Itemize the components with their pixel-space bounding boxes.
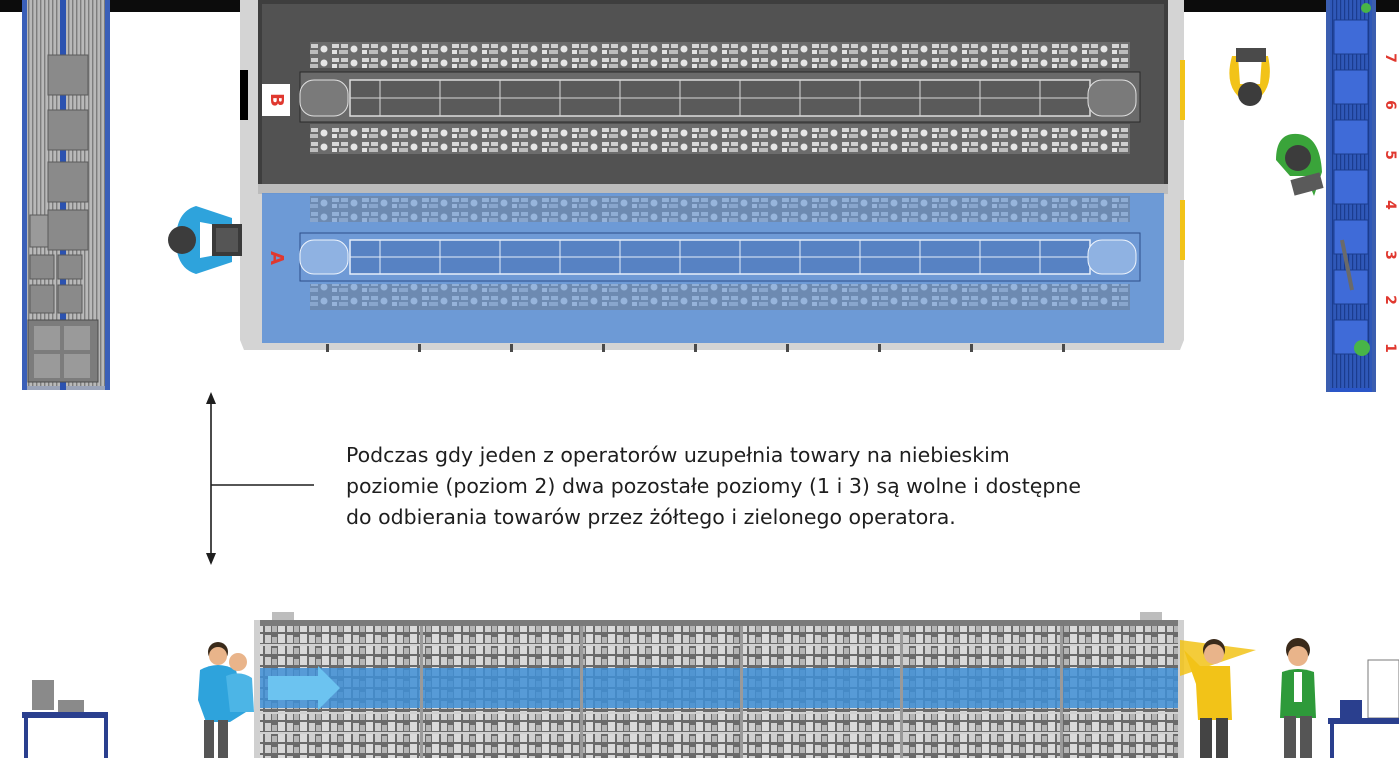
module-b-tag (262, 84, 290, 116)
caption-line-2: poziomie (poziom 2) dwa pozostałe poziom… (346, 474, 1081, 498)
left-conveyor (22, 0, 110, 390)
conveyor-number: 5 (1382, 150, 1398, 160)
conveyor-number: 4 (1382, 200, 1398, 210)
operator-yellow-icon (1229, 48, 1270, 106)
arrow-down-icon (206, 553, 216, 565)
conveyor-number-labels: 7 6 5 4 3 2 1 (1382, 53, 1398, 353)
level-arrow (206, 392, 314, 565)
vlm-plan (240, 0, 1185, 352)
operator-yellow-icon (1184, 639, 1232, 758)
module-a-label: A (266, 251, 287, 265)
side-view (22, 612, 1399, 758)
operator-green-icon (1280, 638, 1316, 758)
caption-line-3: do odbierania towarów przez żółtego i zi… (346, 505, 956, 529)
conveyor-number: 1 (1382, 343, 1398, 353)
left-workstation (22, 680, 108, 758)
conveyor-number: 7 (1382, 53, 1398, 63)
operator-green-icon (1276, 133, 1324, 196)
arrow-up-icon (206, 392, 216, 404)
plan-view: B A 7 6 5 4 3 2 1 (22, 0, 1398, 392)
conveyor-number: 2 (1382, 295, 1398, 305)
right-workstation (1328, 659, 1399, 758)
caption-text: Podczas gdy jeden z operatorów uzupełnia… (346, 440, 1264, 533)
right-conveyor (1326, 0, 1376, 392)
flow-arrow-icon (268, 666, 340, 710)
operator-blue-icon (198, 642, 254, 758)
module-b-label: B (266, 93, 287, 107)
caption-line-1: Podczas gdy jeden z operatorów uzupełnia… (346, 443, 1010, 467)
conveyor-number: 3 (1382, 250, 1398, 260)
operator-blue-icon (168, 206, 242, 274)
conveyor-number: 6 (1382, 100, 1398, 110)
vlm-side (254, 612, 1256, 758)
